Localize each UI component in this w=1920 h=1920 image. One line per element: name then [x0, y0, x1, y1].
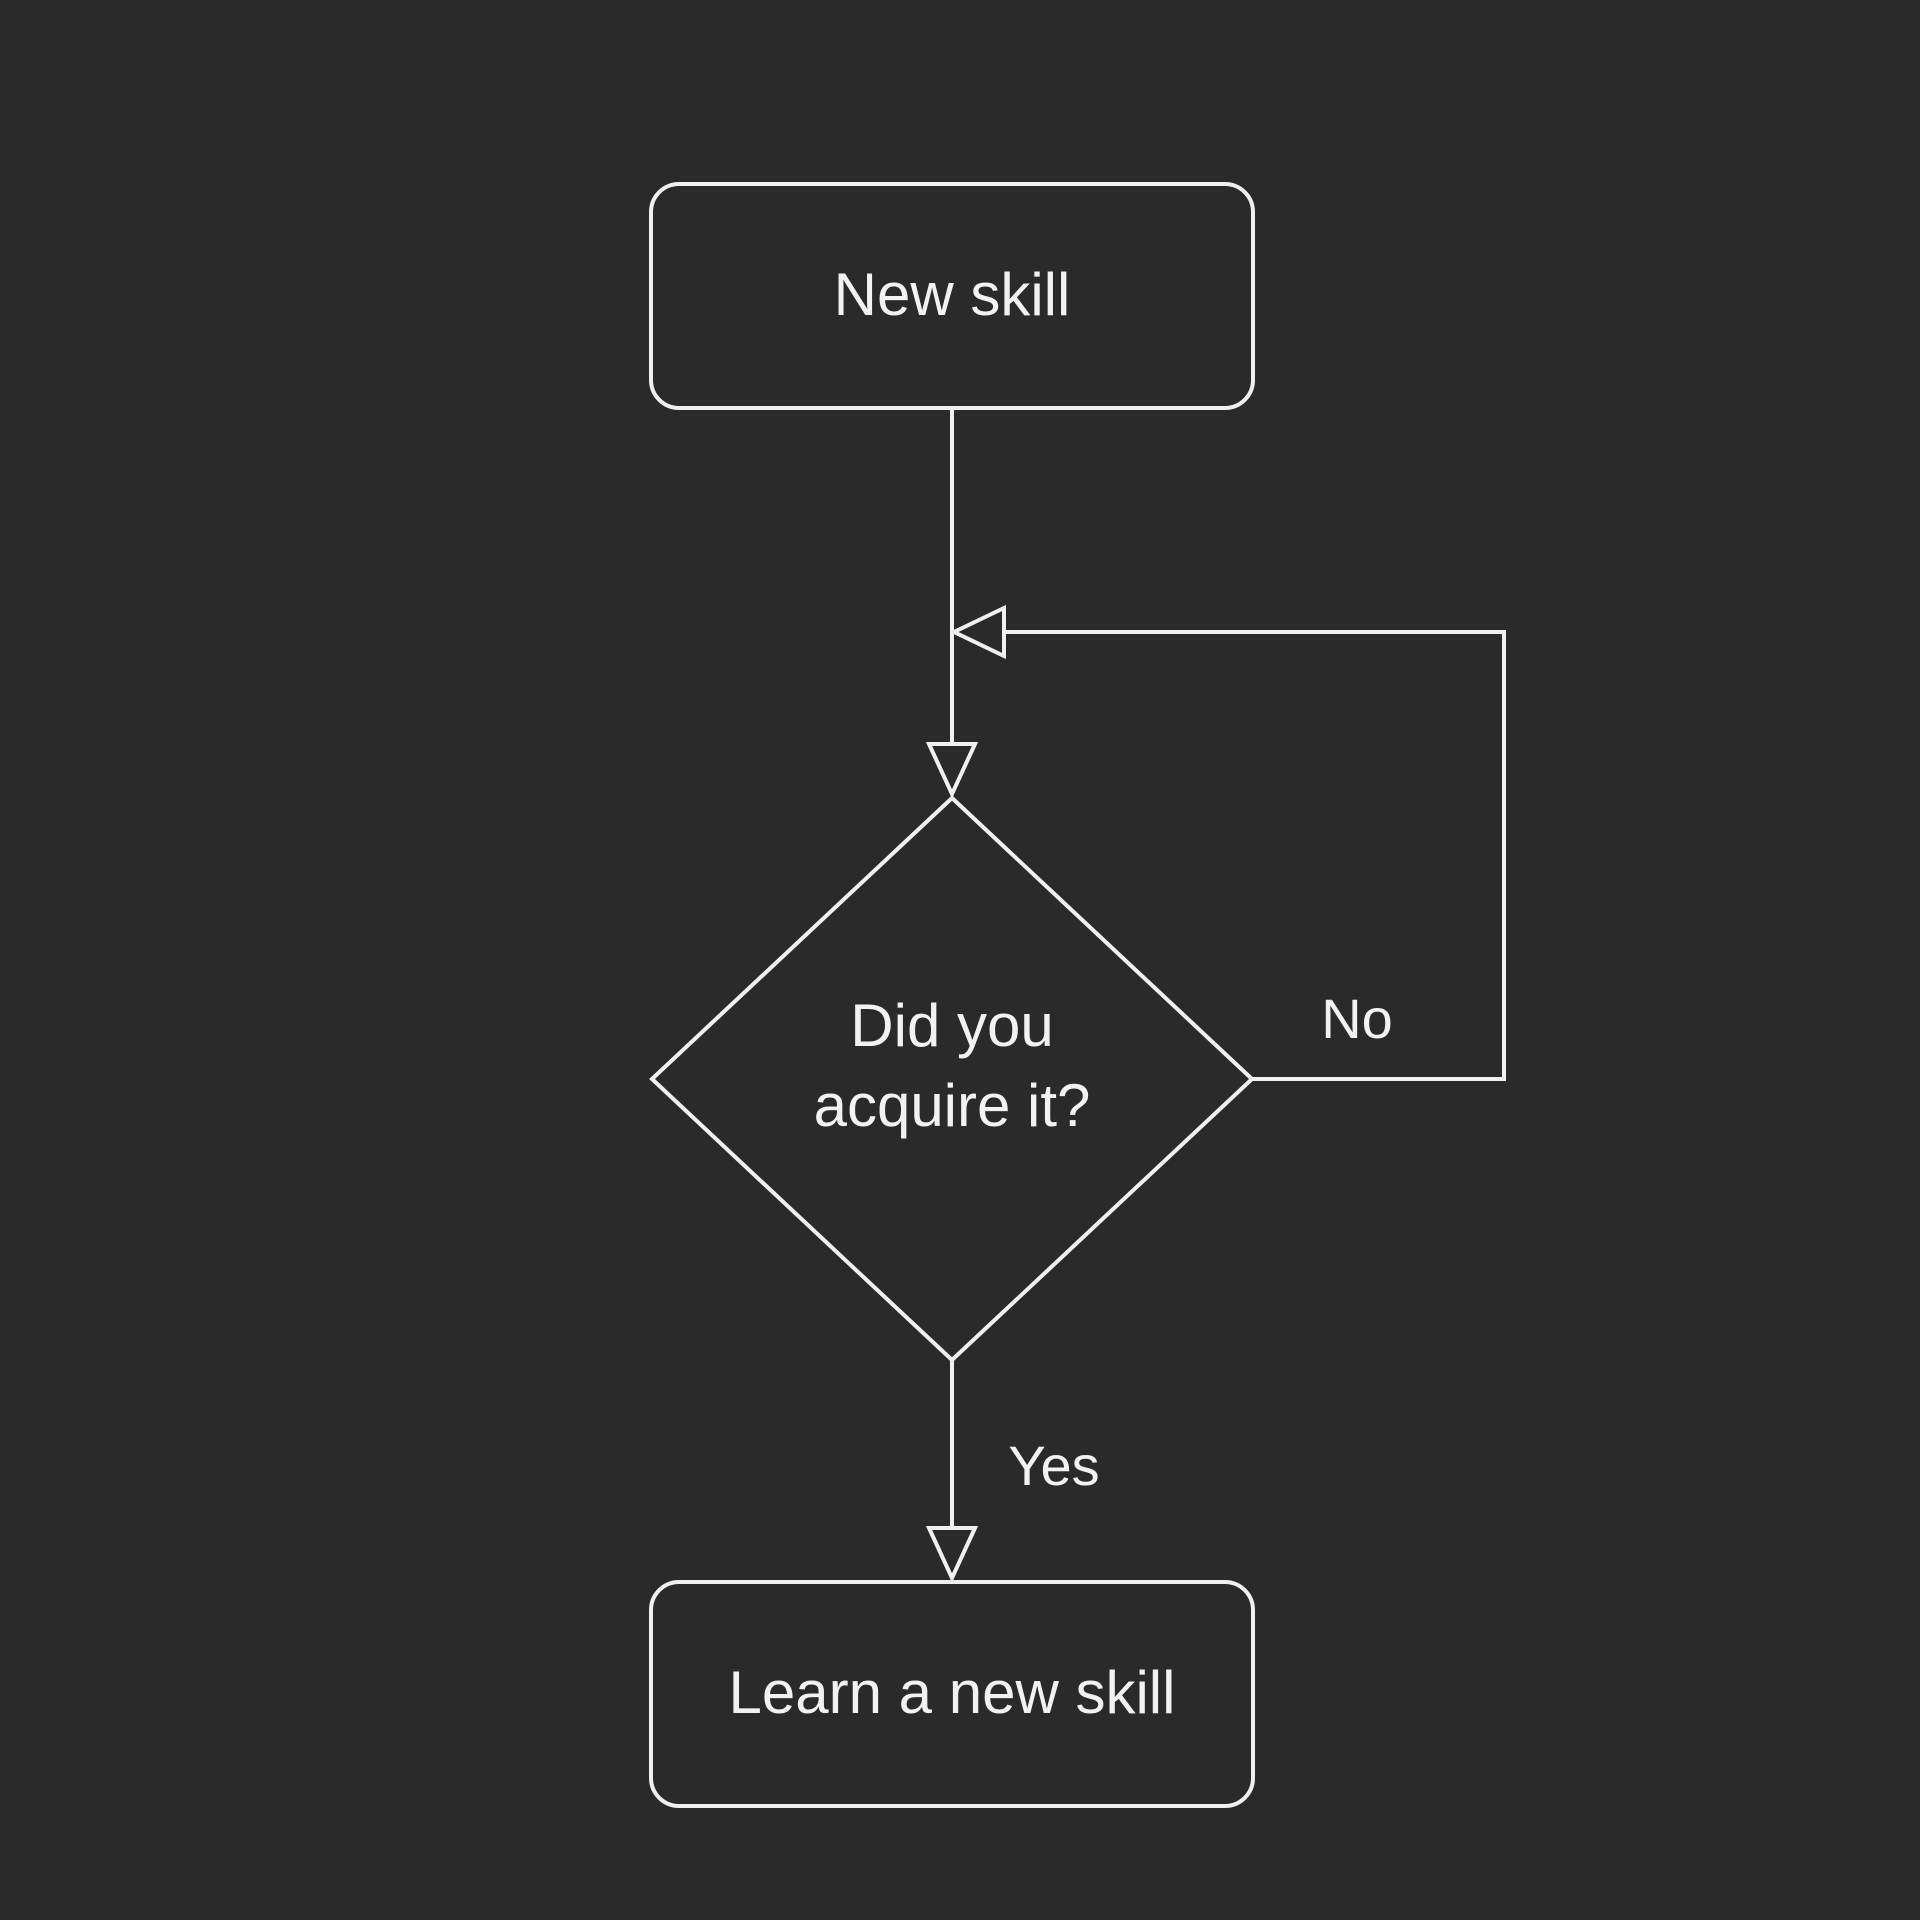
decision-node[interactable]: Did you acquire it?: [649, 795, 1255, 1363]
edge-start-to-decision[interactable]: [925, 408, 979, 799]
edge-no-loop-back-line: [1004, 630, 1506, 1081]
edge-yes-label: Yes: [1008, 1434, 1099, 1497]
end-node-label: Learn a new skill: [729, 1659, 1176, 1726]
edge-no-label: No: [1321, 987, 1393, 1050]
edge-yes-to-end[interactable]: Yes: [925, 1360, 1100, 1583]
decision-node-label-line1: Did you: [850, 992, 1053, 1059]
end-node-box: [649, 1580, 1255, 1808]
arrowhead-left-icon: [949, 604, 1006, 660]
start-node-label: New skill: [834, 261, 1071, 328]
arrowhead-down-icon: [925, 742, 979, 799]
arrowhead-down-icon: [925, 1526, 979, 1583]
decision-node-label-line2: acquire it?: [814, 1072, 1091, 1139]
edge-no-loop-back[interactable]: No: [949, 604, 1506, 1081]
end-node[interactable]: Learn a new skill: [649, 1580, 1255, 1808]
